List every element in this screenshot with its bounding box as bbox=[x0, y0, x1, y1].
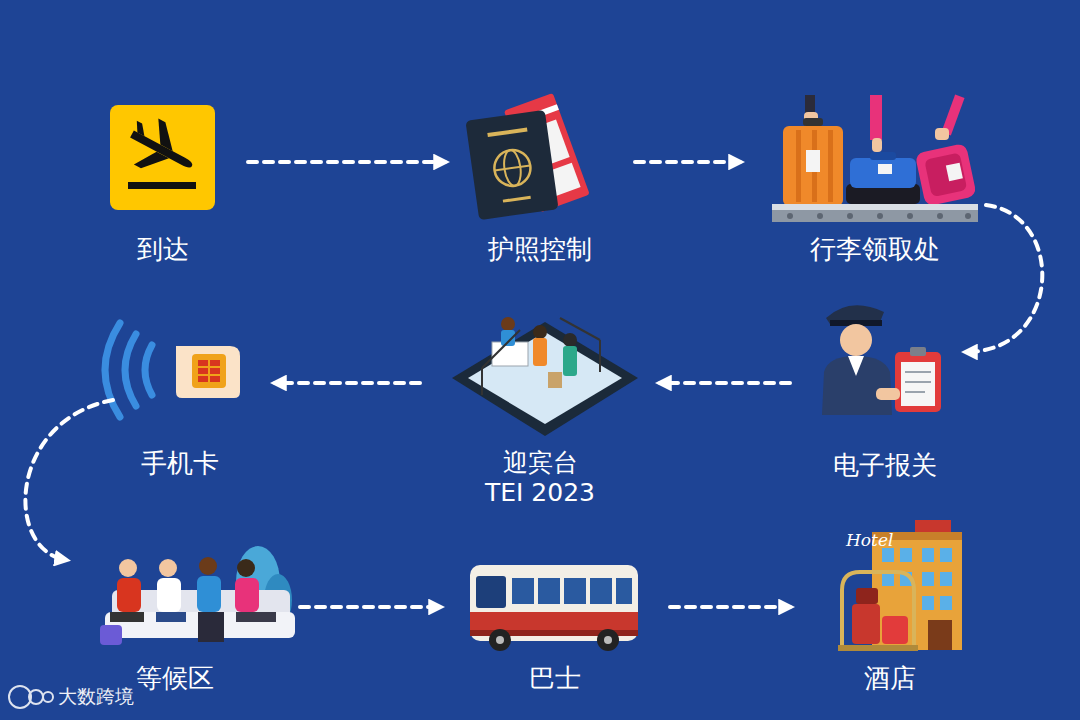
step-label: 行李领取处 bbox=[810, 234, 940, 265]
step-node: 等候区 bbox=[70, 545, 280, 694]
flow-arrow bbox=[248, 160, 445, 164]
step-node: 行李领取处 bbox=[760, 92, 990, 265]
step-label: 到达 bbox=[137, 234, 189, 265]
step-label: 迎宾台 TEI 2023 bbox=[480, 448, 600, 508]
flow-arrow bbox=[660, 381, 790, 385]
customs-officer-icon bbox=[822, 305, 941, 415]
step-label: 酒店 bbox=[864, 663, 916, 694]
flow-arrow bbox=[300, 605, 440, 609]
step-label: 等候区 bbox=[136, 663, 214, 694]
arrival-icon bbox=[110, 105, 215, 210]
step-label: 护照控制 bbox=[488, 234, 592, 265]
step-node: 手机卡 bbox=[105, 318, 255, 479]
watermark-logo bbox=[9, 686, 53, 708]
flow-arrow bbox=[670, 605, 790, 609]
sim-card-icon bbox=[105, 323, 240, 417]
watermark: 大数跨境 bbox=[58, 684, 134, 710]
step-node: 电子报关 bbox=[810, 298, 960, 481]
step-label: 巴士 bbox=[529, 663, 581, 694]
flow-arrow bbox=[275, 381, 420, 385]
flow-arrow bbox=[25, 400, 113, 560]
welcome-desk-icon bbox=[452, 317, 638, 436]
step-node: 迎宾台 TEI 2023 bbox=[440, 305, 640, 508]
step-node: 护照控制 bbox=[465, 95, 615, 265]
bus-icon bbox=[470, 565, 638, 651]
passport-icon bbox=[465, 93, 589, 220]
step-node: 到达 bbox=[98, 100, 228, 265]
flow-arrow bbox=[966, 205, 1042, 352]
hotel-icon bbox=[838, 520, 962, 651]
flow-arrow bbox=[635, 160, 740, 164]
step-label: 手机卡 bbox=[141, 448, 219, 479]
waiting-area-icon bbox=[100, 546, 295, 645]
step-node: 巴士 bbox=[460, 555, 650, 694]
sign-text: Hotel bbox=[846, 530, 893, 550]
step-label: 电子报关 bbox=[833, 450, 937, 481]
luggage-icon bbox=[772, 94, 978, 222]
